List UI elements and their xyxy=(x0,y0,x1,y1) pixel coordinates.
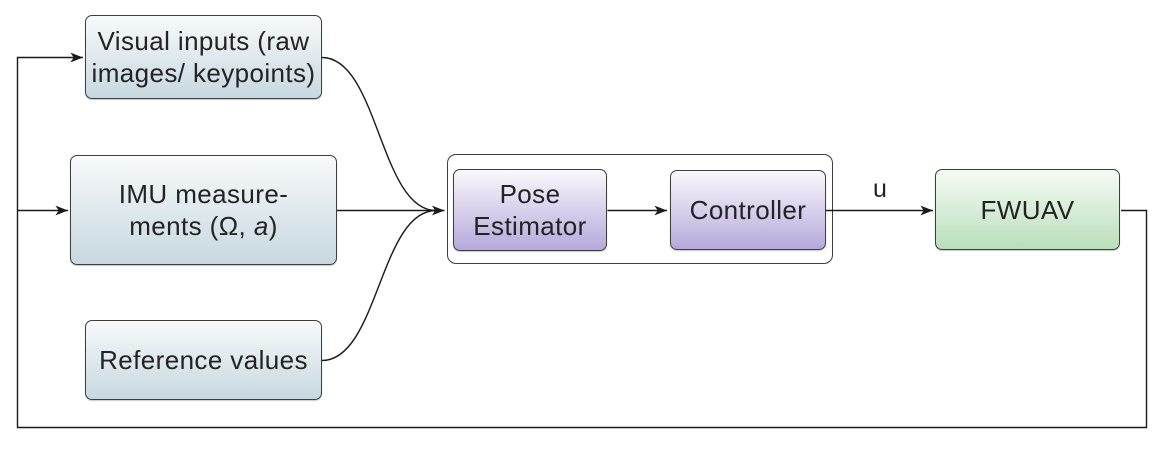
controller-node: Controller xyxy=(670,170,826,250)
pose-estimator-node: Pose Estimator xyxy=(453,169,607,251)
fwuav-label: FWUAV xyxy=(980,194,1075,225)
imu-measurements-node: IMU measure- ments (Ω, a) xyxy=(70,155,337,265)
visual-inputs-label-line1: Visual inputs (raw xyxy=(97,26,310,56)
reference-to-estimator-wire xyxy=(321,209,437,362)
pose-estimator-label-line1: Pose xyxy=(499,179,561,209)
visual-inputs-label-line2: images/ keypoints) xyxy=(91,58,316,88)
reference-values-label: Reference values xyxy=(99,345,308,375)
pose-estimator-label-line2: Estimator xyxy=(473,211,587,241)
visual-inputs-to-estimator-wire xyxy=(321,56,437,212)
feedback-loop-wire xyxy=(16,52,1148,429)
control-signal-label: u xyxy=(873,175,887,203)
visual-inputs-node: Visual inputs (raw images/ keypoints) xyxy=(85,15,322,99)
imu-label-line2: ments (Ω, a) xyxy=(129,210,278,242)
imu-label-line2-suffix: ) xyxy=(268,211,278,241)
imu-label-line1: IMU measure- xyxy=(118,179,289,209)
fwuav-node: FWUAV xyxy=(935,169,1120,250)
imu-label-line2-prefix: ments (Ω, xyxy=(129,211,254,241)
controller-label: Controller xyxy=(689,195,807,225)
reference-values-node: Reference values xyxy=(85,320,322,400)
imu-label-accel-symbol: a xyxy=(253,211,269,241)
